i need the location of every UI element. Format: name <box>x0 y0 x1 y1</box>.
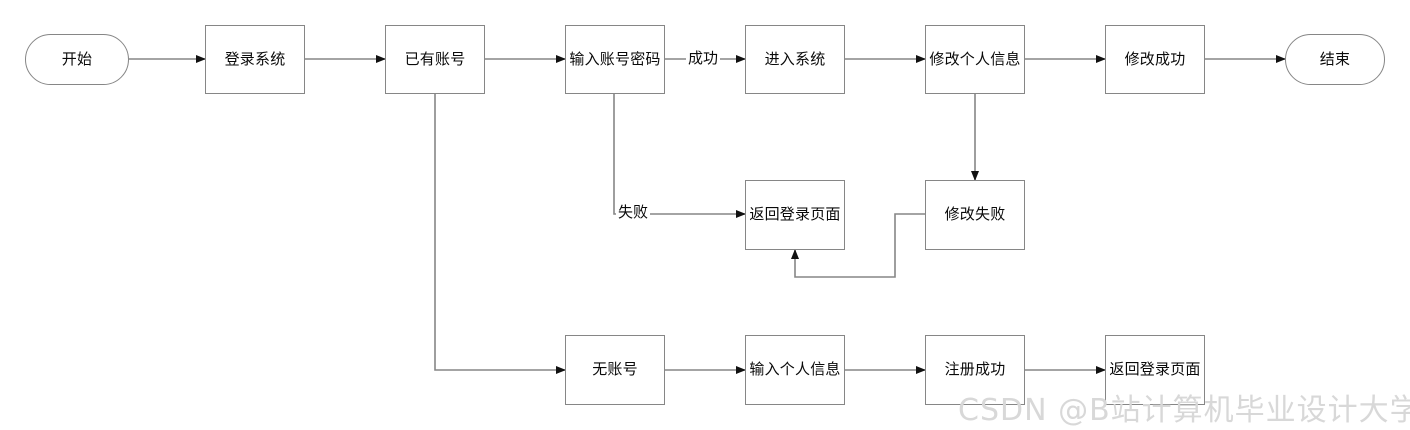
node-edit_success[interactable]: 修改成功 <box>1105 25 1205 94</box>
node-back_login_2[interactable]: 返回登录页面 <box>1105 335 1205 405</box>
node-label: 修改个人信息 <box>929 49 1021 68</box>
node-label: 无账号 <box>592 360 638 379</box>
edge-label-lbl_fail: 失败 <box>616 203 651 221</box>
node-label: 返回登录页面 <box>1109 360 1201 379</box>
node-back_login_1[interactable]: 返回登录页面 <box>745 180 845 250</box>
node-label: 修改失败 <box>944 205 1006 224</box>
node-label: 进入系统 <box>764 49 826 68</box>
node-reg_success[interactable]: 注册成功 <box>925 335 1025 405</box>
node-enter_system[interactable]: 进入系统 <box>745 25 845 94</box>
node-edit_fail[interactable]: 修改失败 <box>925 180 1025 250</box>
node-label: 输入账号密码 <box>569 49 661 68</box>
node-label: 开始 <box>61 49 93 68</box>
node-label: 返回登录页面 <box>749 205 841 224</box>
edge-has_account-to-no_account <box>434 94 566 374</box>
node-start[interactable]: 开始 <box>25 34 129 85</box>
node-label: 登录系统 <box>224 49 286 68</box>
node-no_account[interactable]: 无账号 <box>565 335 665 405</box>
node-edit_profile[interactable]: 修改个人信息 <box>925 25 1025 94</box>
edges-group <box>129 55 1286 374</box>
node-label: 已有账号 <box>404 49 466 68</box>
edge-input_pwd-to-back_login_1 <box>613 94 746 218</box>
edge-label-lbl_success: 成功 <box>686 49 721 67</box>
node-label: 结束 <box>1319 49 1351 68</box>
node-label: 修改成功 <box>1124 49 1186 68</box>
node-login_system[interactable]: 登录系统 <box>205 25 305 94</box>
edge-edit_fail-to-back_login_1 <box>791 213 925 278</box>
node-end[interactable]: 结束 <box>1285 34 1385 85</box>
node-has_account[interactable]: 已有账号 <box>385 25 485 94</box>
node-label: 注册成功 <box>944 360 1006 379</box>
node-input_profile[interactable]: 输入个人信息 <box>745 335 845 405</box>
node-label: 输入个人信息 <box>749 360 841 379</box>
node-input_pwd[interactable]: 输入账号密码 <box>565 25 665 94</box>
